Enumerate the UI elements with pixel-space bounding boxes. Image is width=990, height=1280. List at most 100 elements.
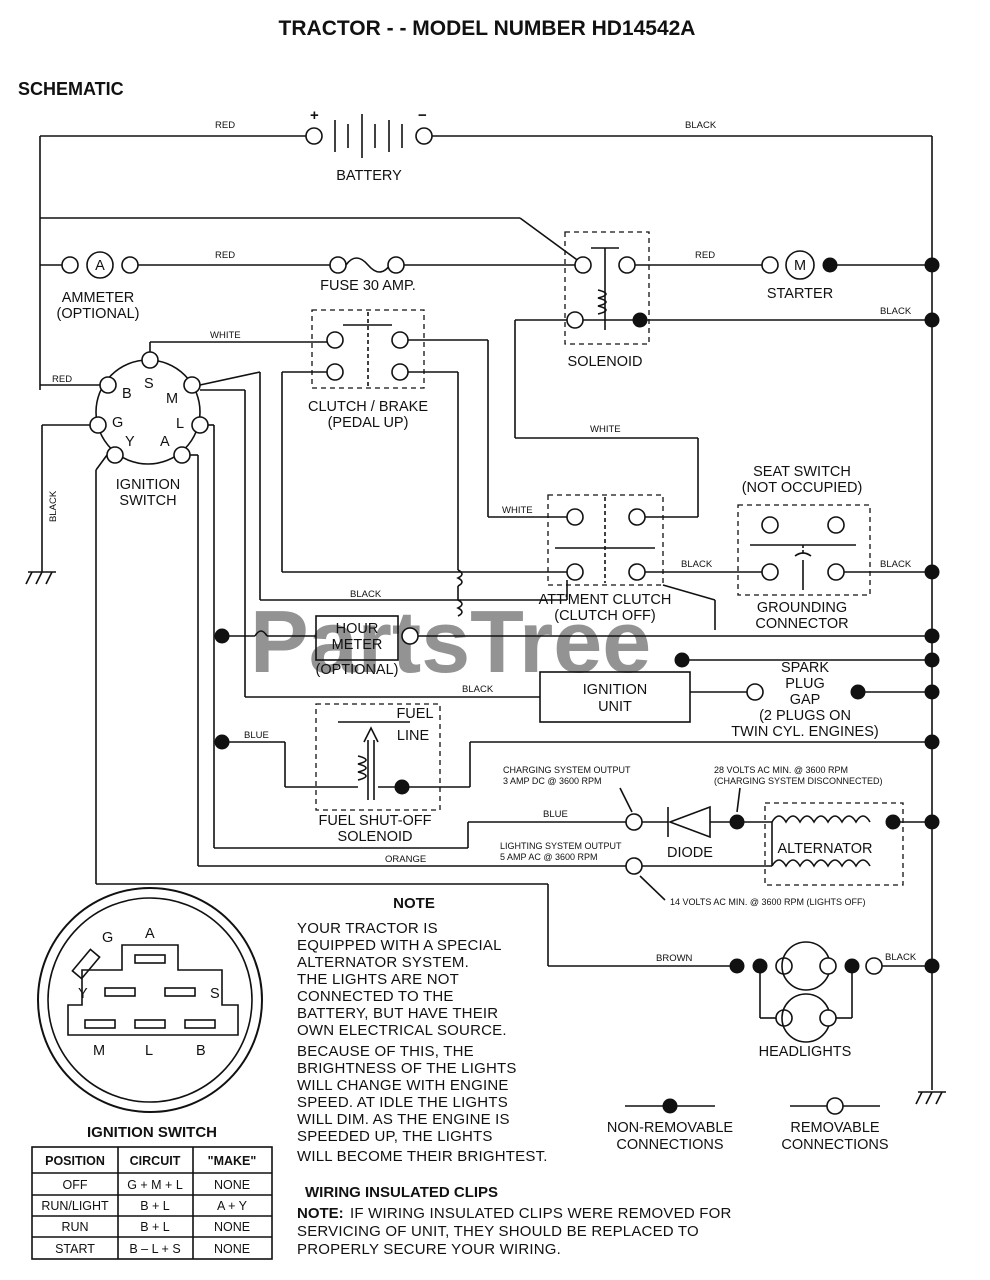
- fuel-shutoff-solenoid: FUEL LINE FUEL SHUT-OFF SOLENOID: [214, 703, 932, 845]
- table-cell: OFF: [63, 1178, 88, 1192]
- switch-terminal-y: Y: [125, 434, 135, 450]
- ground-symbol-right: [915, 1091, 946, 1105]
- attment-clutch-state: (CLUTCH OFF): [554, 608, 656, 624]
- wire-label-blue: BLUE: [543, 809, 568, 820]
- hour-meter-label-2: METER: [332, 637, 383, 653]
- wire-label-black: BLACK: [48, 490, 59, 522]
- wire-label-black: BLACK: [880, 559, 912, 570]
- table-cell: G + M + L: [127, 1178, 183, 1192]
- spark-plug-label-1: SPARK: [781, 660, 829, 676]
- solenoid: SOLENOID: [564, 231, 650, 370]
- charging-annotation-2: 3 AMP DC @ 3600 RPM: [503, 776, 602, 786]
- alternator-label: ALTERNATOR: [777, 841, 872, 857]
- diode: DIODE: [625, 805, 745, 861]
- clips-line: SERVICING OF UNIT, THEY SHOULD BE REPLAC…: [297, 1223, 699, 1240]
- table-header: POSITION: [45, 1154, 105, 1168]
- spark-plug-label-5: TWIN CYL. ENGINES): [731, 724, 878, 740]
- fuel-line-label: FUEL: [396, 706, 433, 722]
- diode-label: DIODE: [667, 845, 713, 861]
- wire-label-black: BLACK: [685, 120, 717, 131]
- face-letter-s: S: [210, 986, 220, 1002]
- battery: + − BATTERY RED BLACK: [39, 107, 932, 390]
- note-heading: NOTE: [393, 895, 435, 912]
- spark-plug-label-2: PLUG: [785, 676, 825, 692]
- ac14-annotation: 14 VOLTS AC MIN. @ 3600 RPM (LIGHTS OFF): [670, 897, 866, 907]
- annotations: CHARGING SYSTEM OUTPUT 3 AMP DC @ 3600 R…: [500, 765, 883, 907]
- face-letter-b: B: [196, 1043, 206, 1059]
- grounding-connector-label-2: CONNECTOR: [755, 616, 848, 632]
- note-line: YOUR TRACTOR IS: [297, 920, 438, 937]
- wire-label-black: BLACK: [681, 559, 713, 570]
- lighting-annotation-2: 5 AMP AC @ 3600 RPM: [500, 852, 598, 862]
- ammeter-optional: (OPTIONAL): [57, 306, 140, 322]
- face-letter-m: M: [93, 1043, 105, 1059]
- table-cell: NONE: [214, 1220, 250, 1234]
- table-header: "MAKE": [208, 1154, 257, 1168]
- watermark: PartsTree: [250, 592, 651, 691]
- face-letter-a: A: [145, 926, 155, 942]
- ignition-unit-label-2: UNIT: [598, 699, 632, 715]
- switch-terminal-m: M: [166, 391, 178, 407]
- battery-pos-icon: +: [310, 107, 319, 124]
- face-letter-y: Y: [78, 986, 88, 1002]
- ignition-table: IGNITION SWITCH POSITION CIRCUIT "MAKE" …: [31, 1124, 273, 1260]
- note-line: WILL BECOME THEIR BRIGHTEST.: [297, 1148, 548, 1165]
- note-line: WILL DIM. AS THE ENGINE IS: [297, 1111, 510, 1128]
- starter-label: STARTER: [767, 286, 833, 302]
- wire-label-white: WHITE: [210, 330, 241, 341]
- ac28-annotation-2: (CHARGING SYSTEM DISCONNECTED): [714, 776, 883, 786]
- clutch-brake-label: CLUTCH / BRAKE: [308, 399, 428, 415]
- ammeter-icon: A: [95, 258, 105, 274]
- legend: NON-REMOVABLE CONNECTIONS REMOVABLE CONN…: [607, 1097, 889, 1153]
- legend-non-removable: NON-REMOVABLE: [607, 1120, 734, 1136]
- removable-icon: [826, 1097, 844, 1115]
- legend-removable: REMOVABLE: [790, 1120, 880, 1136]
- non-removable-icon: [662, 1098, 678, 1114]
- ac28-annotation-1: 28 VOLTS AC MIN. @ 3600 RPM: [714, 765, 848, 775]
- lighting-annotation-1: LIGHTING SYSTEM OUTPUT: [500, 841, 622, 851]
- solenoid-label: SOLENOID: [568, 354, 643, 370]
- switch-terminal-l: L: [176, 416, 184, 432]
- fuel-solenoid-label-2: SOLENOID: [338, 829, 413, 845]
- ground-symbol-left: [25, 571, 56, 585]
- table-cell: NONE: [214, 1178, 250, 1192]
- switch-terminal-g: G: [112, 415, 123, 431]
- table-cell: B + L: [140, 1199, 170, 1213]
- fuse-label: FUSE 30 AMP.: [320, 278, 416, 294]
- note-line: THE LIGHTS ARE NOT: [297, 971, 459, 988]
- fuse: FUSE 30 AMP.: [320, 256, 580, 294]
- note-line: BECAUSE OF THIS, THE: [297, 1043, 474, 1060]
- wire-label-black: BLACK: [885, 952, 917, 963]
- attachment-clutch-switch: ATT'MENT CLUTCH (CLUTCH OFF): [539, 494, 672, 624]
- wire-label-red: RED: [215, 120, 235, 131]
- note-line: EQUIPPED WITH A SPECIAL: [297, 937, 502, 954]
- wire-label-red: RED: [52, 374, 72, 385]
- ammeter: A AMMETER (OPTIONAL) RED: [40, 250, 330, 322]
- clips-line: IF WIRING INSULATED CLIPS WERE REMOVED F…: [350, 1205, 732, 1222]
- clips-note: WIRING INSULATED CLIPS NOTE: IF WIRING I…: [297, 1184, 732, 1258]
- grounding-connector-label: GROUNDING: [757, 600, 847, 616]
- ignition-unit: IGNITION UNIT: [539, 671, 940, 723]
- starter-icon: M: [794, 258, 806, 274]
- note-line: WILL CHANGE WITH ENGINE: [297, 1077, 509, 1094]
- ignition-switch: B S M G L Y A IGNITION SWITCH: [89, 351, 209, 509]
- headlights-label: HEADLIGHTS: [759, 1044, 852, 1060]
- table-cell: NONE: [214, 1242, 250, 1256]
- clutch-brake-switch: CLUTCH / BRAKE (PEDAL UP): [308, 309, 428, 431]
- table-cell: RUN: [61, 1220, 88, 1234]
- note-line: BRIGHTNESS OF THE LIGHTS: [297, 1060, 517, 1077]
- table-cell: B – L + S: [129, 1242, 180, 1256]
- wire-label-white: WHITE: [502, 505, 533, 516]
- switch-terminal-b: B: [122, 386, 132, 402]
- wire-label-white: WHITE: [590, 424, 621, 435]
- switch-terminal-a: A: [160, 434, 170, 450]
- page-title: TRACTOR - - MODEL NUMBER HD14542A: [279, 17, 696, 40]
- spark-plug-label-3: GAP: [790, 692, 821, 708]
- clips-note-label: NOTE:: [297, 1205, 344, 1222]
- ammeter-label: AMMETER: [62, 290, 135, 306]
- attment-clutch-label: ATT'MENT CLUTCH: [539, 592, 672, 608]
- hour-meter-optional: (OPTIONAL): [316, 662, 399, 678]
- table-cell: RUN/LIGHT: [41, 1199, 109, 1213]
- battery-label: BATTERY: [336, 168, 402, 184]
